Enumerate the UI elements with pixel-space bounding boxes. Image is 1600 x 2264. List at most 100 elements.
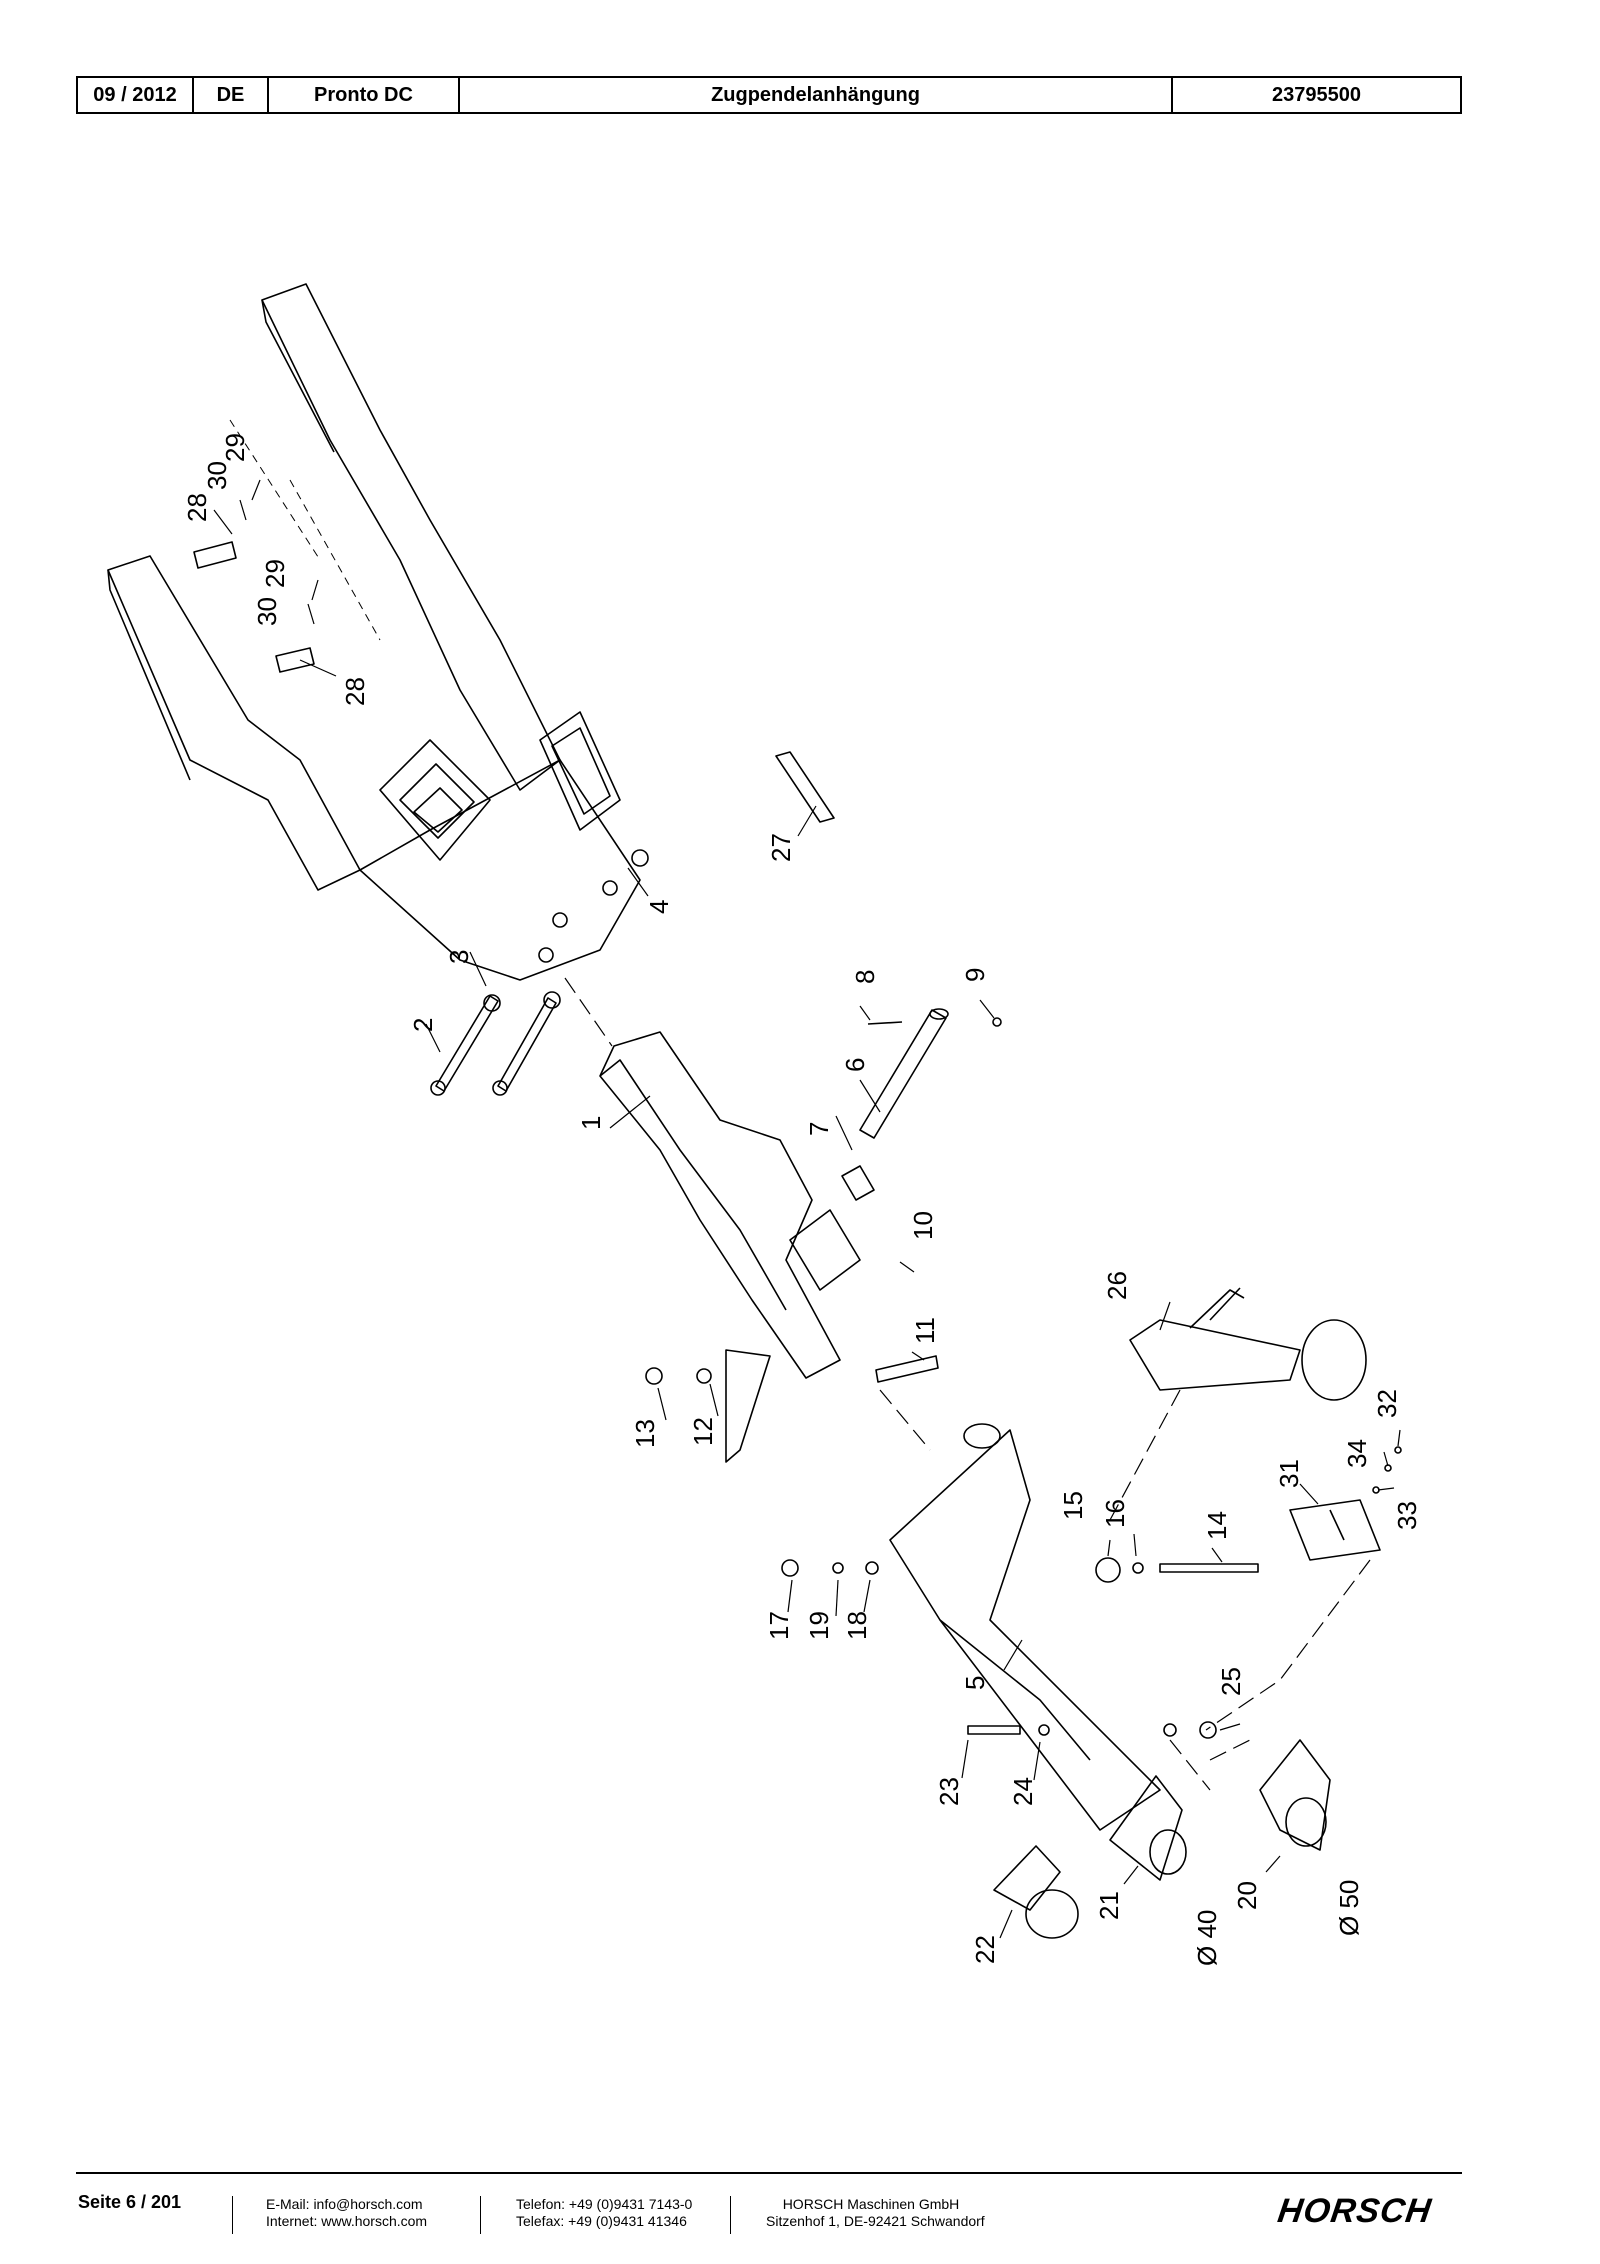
footer-email: E-Mail: info@horsch.com (266, 2196, 423, 2212)
plate-31 (1289, 1499, 1381, 1561)
callout-3: 3 (444, 950, 474, 964)
header-model: Pronto DC (269, 78, 460, 112)
clip-9 (992, 1017, 1002, 1027)
nut-4-b (602, 880, 618, 896)
footer-divider (480, 2196, 481, 2234)
footer-contact-web: E-Mail: info@horsch.com Internet: www.ho… (266, 2196, 427, 2230)
callout-31: 31 (1274, 1459, 1304, 1488)
nut-3-right (543, 991, 561, 1009)
centre-lines (564, 977, 1371, 1791)
step-plate-left (379, 739, 491, 861)
bushing-7 (841, 1165, 875, 1201)
washer-12 (696, 1368, 712, 1384)
callout-12: 12 (688, 1417, 718, 1446)
bolt-11 (875, 1355, 939, 1383)
callout-14: 14 (1202, 1511, 1232, 1540)
drawbar-frame-right-arm (261, 283, 561, 791)
frame-mount-plate (359, 759, 641, 981)
callout-labels: 1 2 3 4 5 6 7 8 9 10 11 12 13 14 15 16 1… (182, 433, 1422, 1966)
bolt-23 (967, 1725, 1021, 1735)
footer-contact-phone: Telefon: +49 (0)9431 7143-0 Telefax: +49… (516, 2196, 692, 2230)
nut-4-c (631, 849, 649, 867)
callout-29-upper: 29 (220, 433, 250, 462)
nut-4-a (552, 912, 568, 928)
footer-rule (76, 2172, 1462, 2174)
header-date: 09 / 2012 (78, 78, 194, 112)
ball-hitch-22 (993, 1845, 1061, 1911)
footer-phone: Telefon: +49 (0)9431 7143-0 (516, 2196, 693, 2212)
footer-address: Sitzenhof 1, DE-92421 Schwandorf (766, 2213, 985, 2229)
footer-divider (730, 2196, 731, 2234)
jack-26 (1129, 1319, 1301, 1391)
callout-33: 33 (1392, 1501, 1422, 1530)
pendulum-drawbar-5 (889, 1429, 1161, 1831)
callout-1: 1 (576, 1116, 606, 1130)
footer-company: HORSCH Maschinen GmbH Sitzenhof 1, DE-92… (766, 2196, 985, 2230)
drawbar-frame-left-arm (107, 555, 361, 891)
callout-10: 10 (908, 1211, 938, 1240)
callout-30-upper: 30 (202, 461, 232, 490)
callout-21: 21 (1094, 1891, 1124, 1920)
callout-29-lower: 29 (260, 559, 290, 588)
callout-16: 16 (1100, 1499, 1130, 1528)
callout-22: 22 (970, 1935, 1000, 1964)
callout-20: 20 (1232, 1881, 1262, 1910)
callout-4: 4 (644, 900, 674, 914)
callout-32: 32 (1372, 1389, 1402, 1418)
plate-part-1 (725, 1349, 771, 1463)
hitch-eye-20 (1259, 1739, 1331, 1851)
bolt-2-left (435, 995, 499, 1092)
callout-17: 17 (764, 1611, 794, 1640)
footer-fax: Telefax: +49 (0)9431 41346 (516, 2213, 687, 2229)
callout-8: 8 (850, 970, 880, 984)
callout-19: 19 (804, 1611, 834, 1640)
callout-26: 26 (1102, 1271, 1132, 1300)
callout-30-lower: 30 (252, 597, 282, 626)
washer-15 (1095, 1557, 1121, 1583)
nut-13 (645, 1367, 663, 1385)
callout-15: 15 (1058, 1491, 1088, 1520)
callout-24: 24 (1008, 1777, 1038, 1806)
callout-7: 7 (804, 1122, 834, 1136)
header-table: 09 / 2012 DE Pronto DC Zugpendelanhängun… (76, 76, 1462, 114)
callout-34: 34 (1342, 1439, 1372, 1468)
washer-25 (1163, 1723, 1177, 1737)
washer-19 (832, 1562, 844, 1574)
eye-10 (789, 1209, 861, 1291)
callout-27: 27 (766, 833, 796, 862)
callout-5: 5 (960, 1676, 990, 1690)
callout-13: 13 (630, 1419, 660, 1448)
footer-internet: Internet: www.horsch.com (266, 2213, 428, 2229)
label-diameter-50: Ø 50 (1334, 1880, 1364, 1936)
bolt-2-right (497, 997, 557, 1092)
callout-9: 9 (960, 968, 990, 982)
washer-18 (865, 1561, 879, 1575)
footer-divider (232, 2196, 233, 2234)
page-number: Seite 6 / 201 (78, 2192, 182, 2212)
callout-6: 6 (840, 1058, 870, 1072)
nut-17 (781, 1559, 799, 1577)
step-plate-right (539, 711, 621, 831)
footer-company-name: HORSCH Maschinen GmbH (782, 2196, 960, 2212)
pin-8 (867, 1021, 903, 1025)
pin-6 (859, 1009, 947, 1139)
callout-25: 25 (1216, 1667, 1246, 1696)
bolt-14 (1159, 1563, 1259, 1573)
label-diameter-40: Ø 40 (1192, 1910, 1222, 1966)
header-language: DE (194, 78, 269, 112)
bracket-28-lower (275, 647, 315, 673)
washer-24 (1038, 1724, 1050, 1736)
nut-3-left (483, 994, 501, 1012)
header-title: Zugpendelanhängung (460, 78, 1173, 112)
callout-28-lower: 28 (340, 677, 370, 706)
bracket-28-upper (193, 541, 237, 569)
callout-11: 11 (910, 1317, 940, 1344)
horsch-logo: HORSCH (1275, 2192, 1435, 2230)
callout-2: 2 (408, 1018, 438, 1032)
drawbar-part-1 (599, 1031, 841, 1379)
pin-32 (1394, 1446, 1402, 1454)
callout-28-upper: 28 (182, 493, 212, 522)
leader-lines (213, 479, 1401, 1939)
nut-25 (1199, 1721, 1217, 1739)
